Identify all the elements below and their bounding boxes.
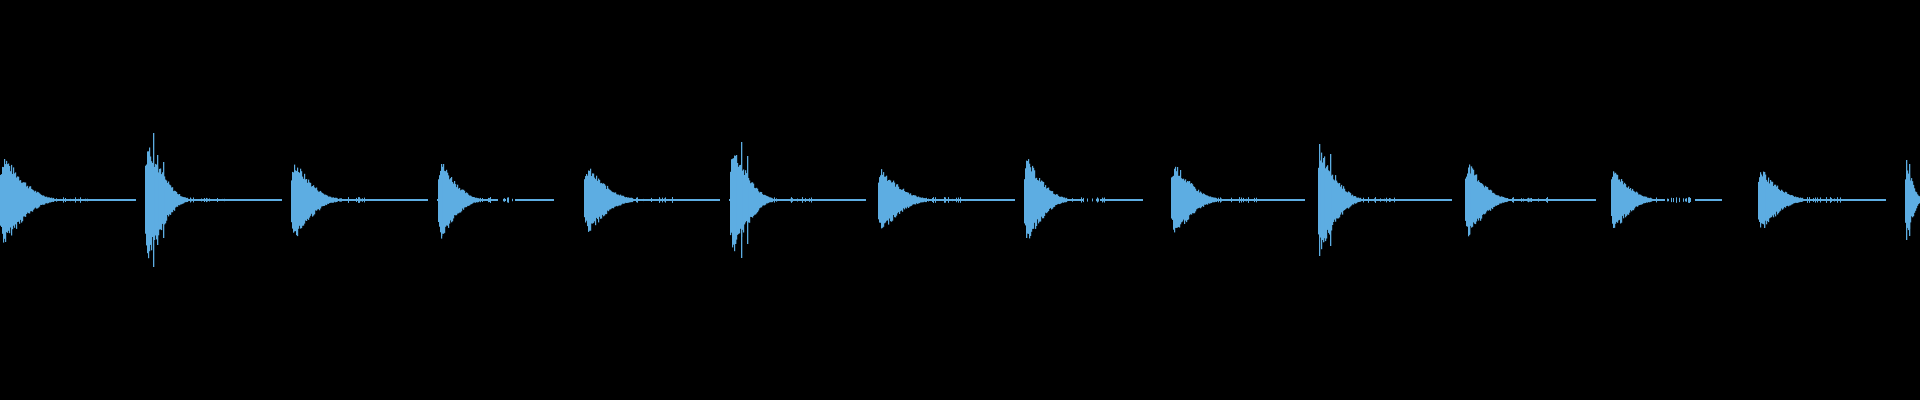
- waveform-burst: [1465, 164, 1548, 237]
- waveform-burst: [1905, 160, 1920, 240]
- waveform-burst: [730, 142, 812, 258]
- waveform-baseline: [0, 199, 136, 201]
- waveform-baseline: [515, 199, 554, 201]
- waveform-baseline: [878, 199, 1015, 201]
- waveform-burst: [1758, 171, 1841, 228]
- waveform-baseline: [1100, 199, 1143, 201]
- waveform-burst: [1611, 171, 1691, 228]
- waveform-burst: [878, 169, 966, 229]
- waveform-burst: [584, 168, 673, 232]
- waveform-baseline: [146, 199, 282, 201]
- waveform-burst: [0, 159, 88, 243]
- waveform-burst: [145, 133, 225, 267]
- waveform-baseline: [1171, 199, 1305, 201]
- waveform-baseline: [1758, 199, 1886, 201]
- waveform-burst: [1024, 159, 1105, 239]
- waveform-burst: [1318, 144, 1395, 256]
- waveform-burst: [1171, 166, 1257, 233]
- waveform-burst: [291, 164, 365, 237]
- waveform-baseline: [1695, 199, 1722, 201]
- waveform-burst: [438, 164, 513, 239]
